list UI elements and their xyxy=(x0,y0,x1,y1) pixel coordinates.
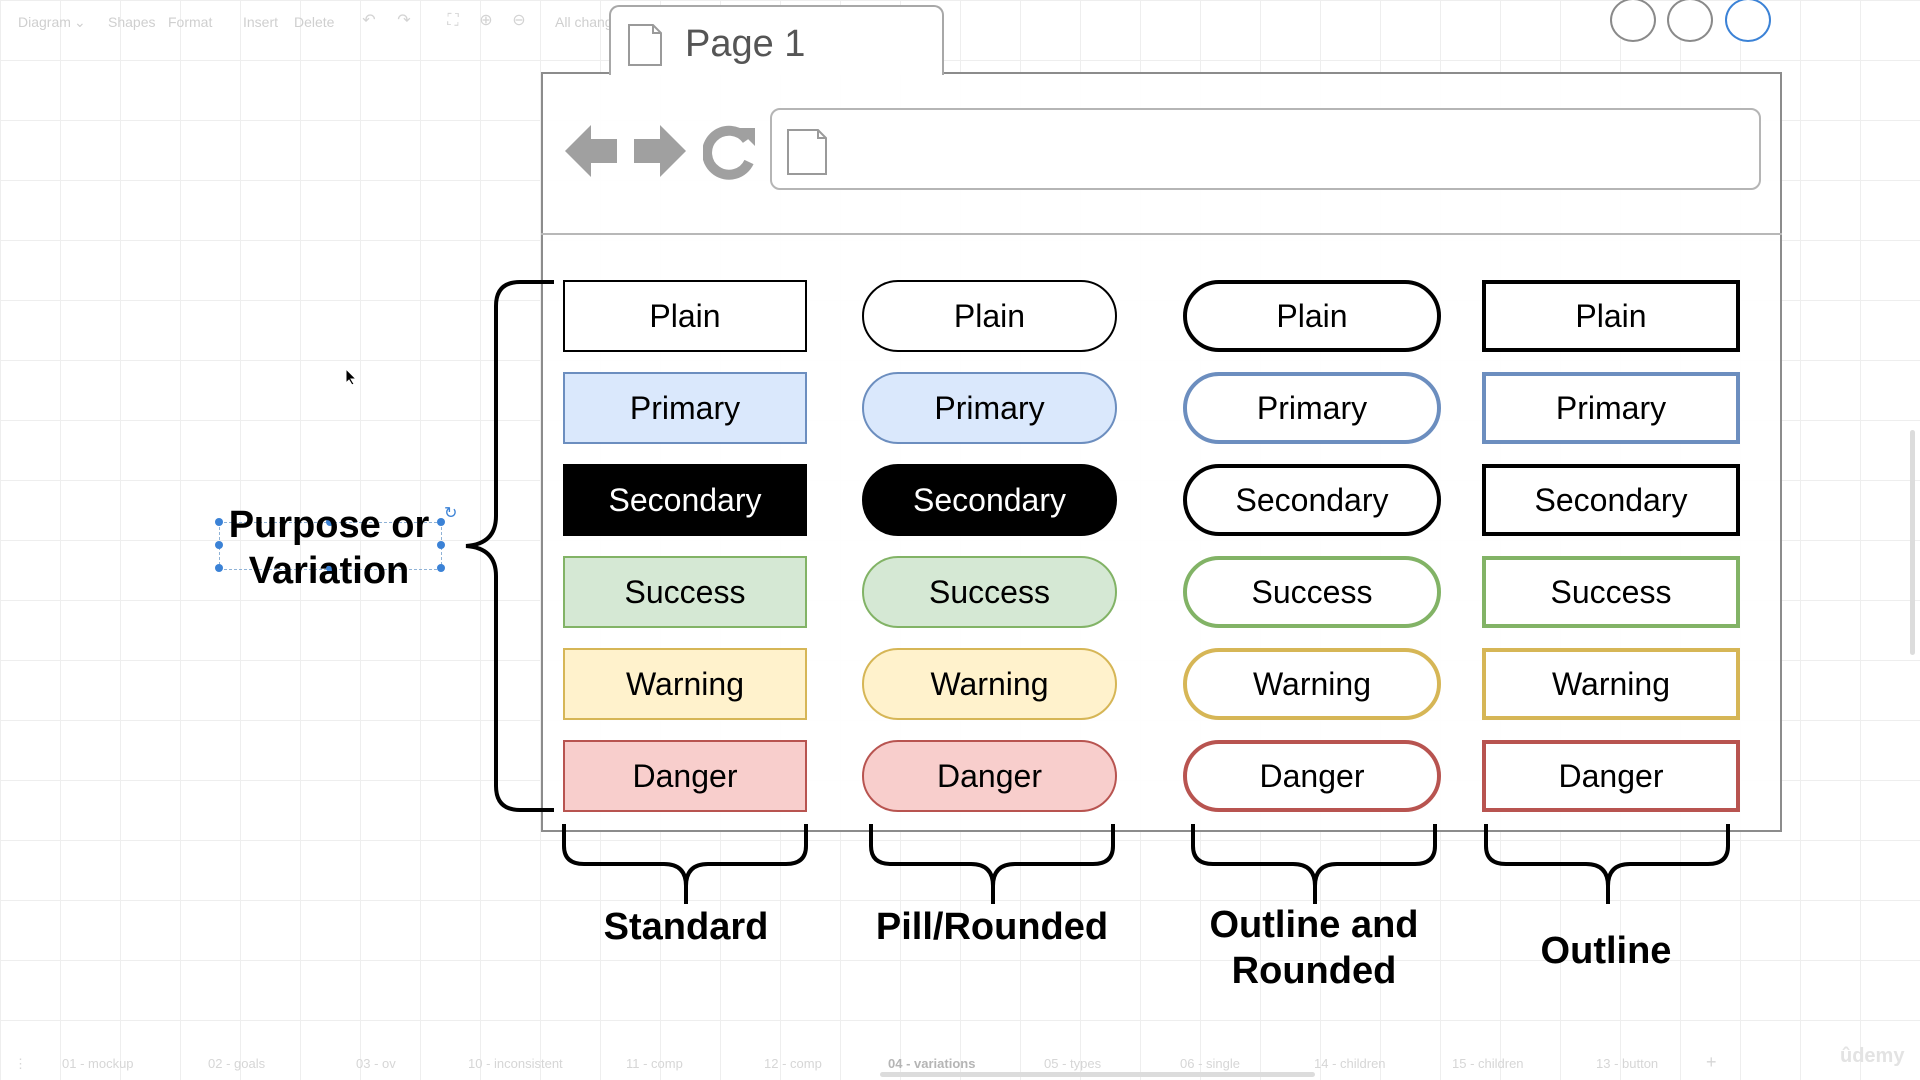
window-control-circle[interactable] xyxy=(1610,0,1656,42)
zoom-out-icon[interactable]: ⊖ xyxy=(512,12,526,29)
page-tab-active[interactable]: 04 - variations xyxy=(888,1056,976,1071)
window-control-circle[interactable] xyxy=(1725,0,1771,42)
outline-warning-button[interactable]: Warning xyxy=(1482,648,1740,720)
reload-icon[interactable] xyxy=(703,124,757,180)
purpose-label[interactable]: Purpose or Variation xyxy=(218,502,440,594)
standard-primary-button[interactable]: Primary xyxy=(563,372,807,444)
outline-rounded-secondary-button[interactable]: Secondary xyxy=(1183,464,1441,536)
column-bracket xyxy=(869,824,1115,904)
menu-insert[interactable]: Insert xyxy=(243,14,279,30)
pill-success-button[interactable]: Success xyxy=(862,556,1117,628)
menu-delete[interactable]: Delete xyxy=(294,14,335,30)
mouse-cursor-icon xyxy=(345,368,357,386)
forward-arrow-icon[interactable] xyxy=(632,122,688,180)
label-outline-rounded-line-1: Outline and xyxy=(1209,904,1419,946)
resize-handle[interactable] xyxy=(215,564,223,572)
outline-primary-button[interactable]: Primary xyxy=(1482,372,1740,444)
page-tab[interactable]: 03 - ov xyxy=(356,1056,396,1071)
rotate-icon[interactable]: ↻ xyxy=(444,505,458,522)
horizontal-scrollbar[interactable] xyxy=(880,1072,1315,1077)
outline-rounded-warning-button[interactable]: Warning xyxy=(1183,648,1441,720)
outline-rounded-success-button[interactable]: Success xyxy=(1183,556,1441,628)
redo-icon[interactable]: ↷ xyxy=(397,12,411,29)
outline-secondary-button[interactable]: Secondary xyxy=(1482,464,1740,536)
pill-danger-button[interactable]: Danger xyxy=(862,740,1117,812)
page-tab[interactable]: 06 - single xyxy=(1180,1056,1240,1071)
page-tab[interactable]: 12 - comp xyxy=(764,1056,822,1071)
resize-handle[interactable] xyxy=(326,564,334,572)
chevron-down-icon[interactable]: ⌄ xyxy=(74,14,86,30)
column-bracket xyxy=(562,824,808,904)
resize-handle[interactable] xyxy=(437,541,445,549)
outline-plain-button[interactable]: Plain xyxy=(1482,280,1740,352)
standard-danger-button[interactable]: Danger xyxy=(563,740,807,812)
label-pill-rounded[interactable]: Pill/Rounded xyxy=(875,906,1109,948)
pill-warning-button[interactable]: Warning xyxy=(862,648,1117,720)
menu-shapes[interactable]: Shapes xyxy=(108,14,156,30)
url-bar[interactable] xyxy=(770,108,1761,190)
standard-secondary-button[interactable]: Secondary xyxy=(563,464,807,536)
menu-format[interactable]: Format xyxy=(168,14,213,30)
editor-toolbar: Diagram ⌄ Shapes Format Insert Delete ↶ … xyxy=(0,0,700,44)
page-tab[interactable]: 14 - children xyxy=(1314,1056,1386,1071)
document-icon xyxy=(787,129,827,175)
browser-tab[interactable]: Page 1 xyxy=(609,5,944,75)
page-tab[interactable]: 02 - goals xyxy=(208,1056,266,1071)
page-tab[interactable]: 01 - mockup xyxy=(62,1056,134,1071)
pill-plain-button[interactable]: Plain xyxy=(862,280,1117,352)
fullscreen-icon[interactable]: ⛶ xyxy=(447,12,459,29)
resize-handle[interactable] xyxy=(326,518,334,526)
standard-warning-button[interactable]: Warning xyxy=(563,648,807,720)
zoom-in-icon[interactable]: ⊕ xyxy=(479,12,493,29)
standard-plain-button[interactable]: Plain xyxy=(563,280,807,352)
outline-danger-button[interactable]: Danger xyxy=(1482,740,1740,812)
outline-rounded-plain-button[interactable]: Plain xyxy=(1183,280,1441,352)
page-tabs-bar: ⋮ 01 - mockup 02 - goals 03 - ov 10 - in… xyxy=(0,1050,1920,1080)
page-tab[interactable]: 13 - button xyxy=(1596,1056,1659,1071)
page-tab[interactable]: 05 - types xyxy=(1044,1056,1102,1071)
resize-handle[interactable] xyxy=(437,518,445,526)
label-standard[interactable]: Standard xyxy=(603,906,769,948)
label-outline-rounded[interactable]: Outline and Rounded xyxy=(1180,902,1448,994)
undo-icon[interactable]: ↶ xyxy=(362,12,376,29)
add-page-icon[interactable]: + xyxy=(1706,1052,1717,1072)
label-outline[interactable]: Outline xyxy=(1540,930,1672,972)
vertical-scrollbar[interactable] xyxy=(1910,430,1915,655)
watermark-logo: ûdemy xyxy=(1840,1045,1905,1067)
resize-handle[interactable] xyxy=(215,518,223,526)
tab-title: Page 1 xyxy=(685,23,806,65)
window-control-circle[interactable] xyxy=(1667,0,1713,42)
page-tab[interactable]: 11 - comp xyxy=(626,1056,683,1071)
outline-rounded-primary-button[interactable]: Primary xyxy=(1183,372,1441,444)
outline-success-button[interactable]: Success xyxy=(1482,556,1740,628)
column-bracket xyxy=(1191,824,1437,904)
label-outline-rounded-line-2: Rounded xyxy=(1231,950,1397,992)
pill-primary-button[interactable]: Primary xyxy=(862,372,1117,444)
column-bracket xyxy=(1484,824,1730,904)
resize-handle[interactable] xyxy=(215,541,223,549)
menu-diagram[interactable]: Diagram xyxy=(18,14,71,30)
row-bracket xyxy=(465,280,554,812)
purpose-line-1: Purpose or xyxy=(228,504,430,546)
outline-rounded-danger-button[interactable]: Danger xyxy=(1183,740,1441,812)
pill-secondary-button[interactable]: Secondary xyxy=(862,464,1117,536)
purpose-line-2: Variation xyxy=(248,550,410,592)
navbar-divider xyxy=(541,233,1782,235)
resize-handle[interactable] xyxy=(437,564,445,572)
standard-success-button[interactable]: Success xyxy=(563,556,807,628)
back-arrow-icon[interactable] xyxy=(563,122,619,180)
page-tab[interactable]: 15 - children xyxy=(1452,1056,1524,1071)
more-pages-icon[interactable]: ⋮ xyxy=(14,1056,27,1071)
document-icon xyxy=(628,24,662,66)
page-tab[interactable]: 10 - inconsistent xyxy=(468,1056,563,1071)
